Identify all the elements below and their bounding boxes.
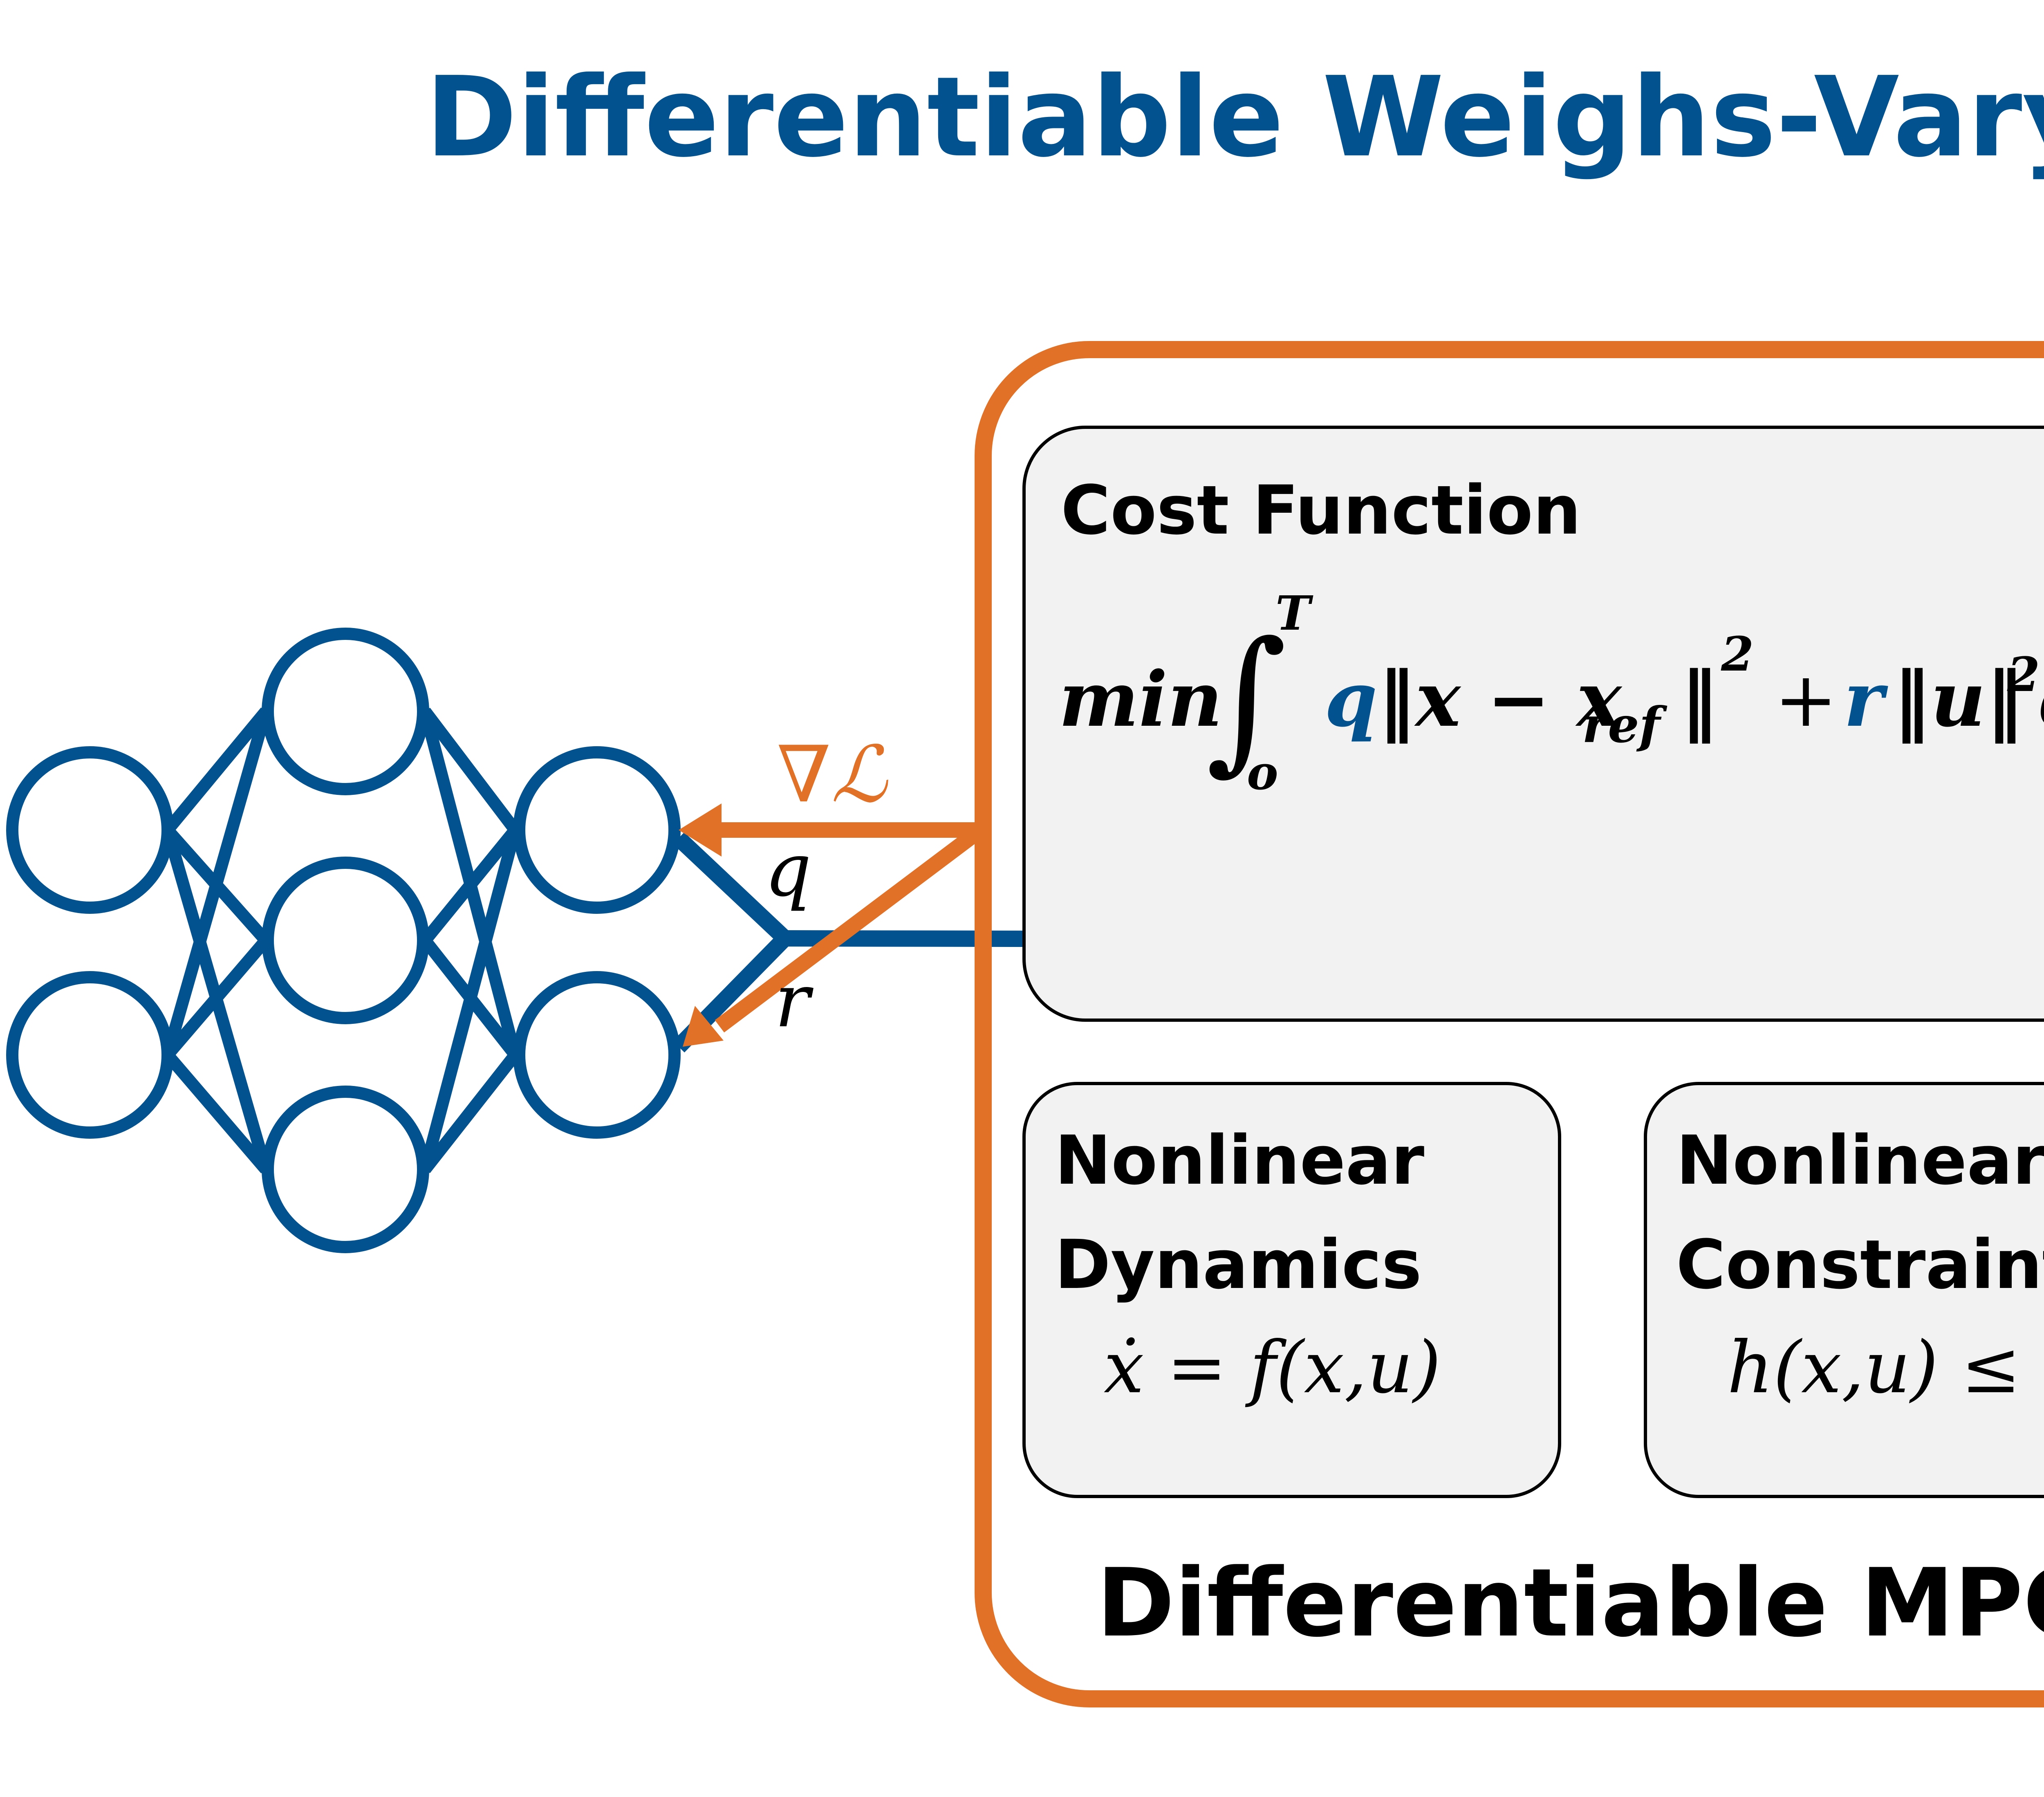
gradient-label-left: ∇ℒ [777, 729, 889, 820]
svg-text:‖x − x: ‖x − x [1378, 655, 1623, 744]
neural-network [6, 628, 681, 1253]
cost-function-heading: Cost Function [1061, 471, 1581, 550]
q-output-label: q [764, 828, 811, 913]
dynamics-equation: ẋ = f(x,u) [1104, 1326, 1441, 1409]
constraints-heading-2: Constraints [1676, 1225, 2044, 1304]
differentiable-mpc-label: Differentiable MPC [1097, 1549, 2044, 1658]
nn-node [6, 971, 174, 1139]
q-weight: q [1325, 655, 1377, 744]
svg-text:+: + [1774, 655, 1838, 744]
svg-text:2: 2 [1721, 627, 1754, 682]
svg-text:2: 2 [2007, 647, 2040, 702]
dynamics-heading-1: Nonlinear [1055, 1121, 1424, 1200]
svg-text:T: T [1275, 586, 1313, 641]
svg-text:‖u‖: ‖u‖ [1893, 655, 2024, 744]
nn-node [262, 857, 429, 1024]
svg-text:o: o [1247, 745, 1278, 801]
nn-node [262, 1086, 429, 1253]
nn-node [262, 628, 429, 795]
svg-text:‖: ‖ [1680, 655, 1718, 744]
gradient-arrow-head-r [683, 1006, 724, 1047]
page-title: Differentiable Weighs-Varying MPC [426, 53, 2044, 182]
svg-text:∫: ∫ [1206, 608, 1287, 789]
svg-text:dt: dt [2040, 655, 2044, 744]
gradient-path-left [715, 822, 980, 1033]
differentiable-mpc-box [975, 341, 2044, 1707]
dynamics-heading-2: Dynamics [1055, 1225, 1422, 1304]
cost-function-panel [1022, 426, 2044, 1022]
cost-equation: min ∫ T o q ‖x − x ref ‖ 2 + r ‖u‖ 2 dt [1059, 586, 2044, 801]
svg-text:min: min [1059, 655, 1223, 744]
nn-node [6, 746, 174, 914]
nn-node [513, 746, 681, 914]
constraints-heading-1: Nonlinear [1676, 1121, 2044, 1200]
nonlinear-constraints-panel [1644, 1082, 2044, 1498]
r-output-label: r [775, 958, 814, 1044]
r-weight: r [1844, 655, 1888, 744]
nonlinear-dynamics-panel [1022, 1082, 1561, 1498]
constraints-equation: h(x,u) ≤ 0 [1727, 1326, 2044, 1409]
nn-node [513, 971, 681, 1139]
svg-text:ref: ref [1582, 696, 1667, 754]
gradient-arrow-head-q [679, 803, 722, 857]
